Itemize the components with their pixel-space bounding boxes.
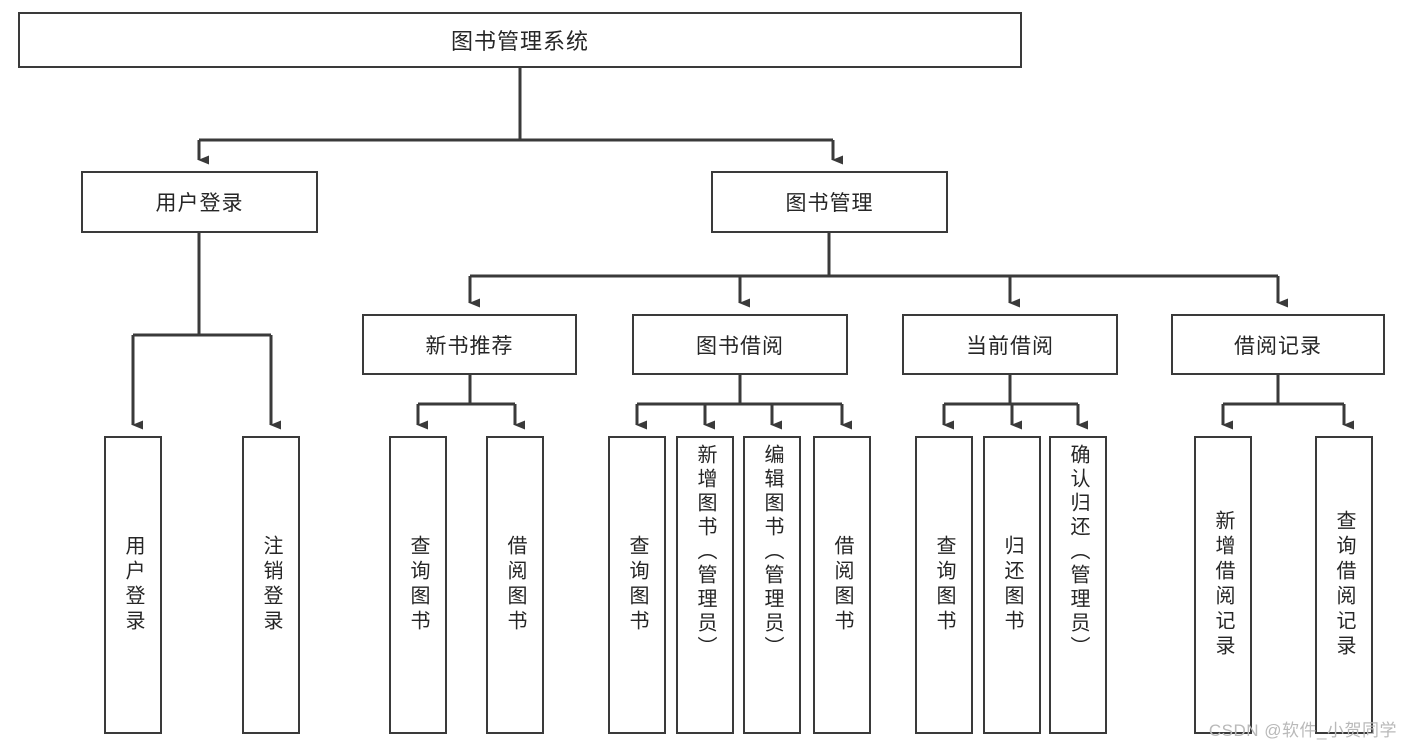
- node-book-borrow[interactable]: 图书借阅: [632, 314, 848, 375]
- leaf-query-book-1[interactable]: 查询图书: [389, 436, 447, 734]
- node-user-login[interactable]: 用户登录: [81, 171, 318, 233]
- node-user-login-label: 用户登录: [155, 192, 244, 215]
- leaf-add-book[interactable]: 新增图书（管理员）: [676, 436, 734, 734]
- node-root[interactable]: 图书管理系统: [18, 12, 1022, 68]
- leaf-borrow-book-1-label: 借阅图书: [504, 535, 526, 635]
- node-book-management[interactable]: 图书管理: [711, 171, 948, 233]
- leaf-logout-label: 注销登录: [260, 535, 282, 635]
- leaf-add-record[interactable]: 新增借阅记录: [1194, 436, 1252, 734]
- leaf-return-book[interactable]: 归还图书: [983, 436, 1041, 734]
- leaf-user-login[interactable]: 用户登录: [104, 436, 162, 734]
- node-new-book-recommend-label: 新书推荐: [425, 334, 514, 358]
- leaf-add-book-label: 新增图书（管理员）: [694, 444, 716, 660]
- node-borrow-record[interactable]: 借阅记录: [1171, 314, 1385, 375]
- leaf-query-book-2[interactable]: 查询图书: [608, 436, 666, 734]
- node-current-borrow-label: 当前借阅: [966, 334, 1054, 358]
- leaf-query-book-1-label: 查询图书: [407, 535, 429, 635]
- leaf-query-book-2-label: 查询图书: [626, 535, 648, 635]
- node-root-label: 图书管理系统: [450, 29, 589, 54]
- leaf-query-book-3[interactable]: 查询图书: [915, 436, 973, 734]
- node-current-borrow[interactable]: 当前借阅: [902, 314, 1118, 375]
- leaf-user-login-label: 用户登录: [122, 535, 144, 635]
- leaf-query-book-3-label: 查询图书: [933, 535, 955, 635]
- leaf-borrow-book-2[interactable]: 借阅图书: [813, 436, 871, 734]
- leaf-edit-book[interactable]: 编辑图书（管理员）: [743, 436, 801, 734]
- leaf-return-book-label: 归还图书: [1001, 535, 1023, 635]
- leaf-borrow-book-2-label: 借阅图书: [831, 535, 853, 635]
- leaf-query-record-label: 查询借阅记录: [1333, 510, 1355, 660]
- leaf-add-record-label: 新增借阅记录: [1212, 510, 1234, 660]
- node-book-management-label: 图书管理: [785, 192, 874, 215]
- node-borrow-record-label: 借阅记录: [1234, 334, 1322, 358]
- leaf-confirm-return-label: 确认归还（管理员）: [1067, 444, 1089, 660]
- node-new-book-recommend[interactable]: 新书推荐: [362, 314, 577, 375]
- leaf-edit-book-label: 编辑图书（管理员）: [761, 444, 783, 660]
- leaf-logout[interactable]: 注销登录: [242, 436, 300, 734]
- leaf-query-record[interactable]: 查询借阅记录: [1315, 436, 1373, 734]
- leaf-confirm-return[interactable]: 确认归还（管理员）: [1049, 436, 1107, 734]
- node-book-borrow-label: 图书借阅: [696, 334, 784, 358]
- leaf-borrow-book-1[interactable]: 借阅图书: [486, 436, 544, 734]
